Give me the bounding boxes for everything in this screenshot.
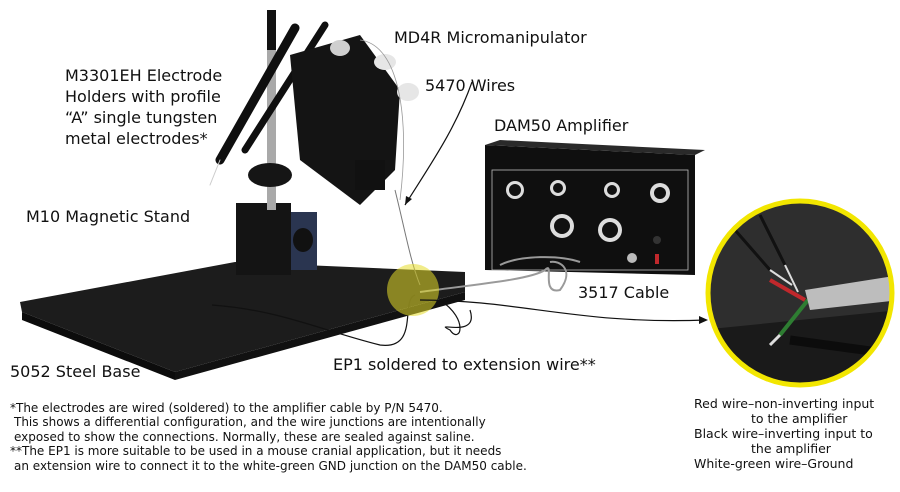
cable-3517 — [419, 256, 581, 293]
legend-line: to the amplifier — [751, 411, 848, 426]
dam50-amplifier — [485, 140, 705, 275]
label-line: metal electrodes* — [65, 129, 208, 148]
footnote-line: an extension wire to connect it to the w… — [14, 458, 527, 473]
footnote-line: exposed to show the connections. Normall… — [14, 429, 475, 444]
junction-highlight — [387, 264, 439, 316]
label-micromanipulator: MD4R Micromanipulator — [394, 28, 587, 47]
label-magnetic-stand: M10 Magnetic Stand — [26, 207, 191, 226]
legend-line: the amplifier — [751, 441, 831, 456]
zoom-pointer — [419, 299, 707, 322]
legend-line: White-green wire–Ground — [694, 456, 854, 471]
footnote-line: This shows a differential configuration,… — [14, 415, 486, 430]
footnote-line: **The EP1 is more suitable to be used in… — [10, 444, 502, 459]
micromanipulator — [248, 35, 419, 205]
label-line: “A” single tungsten — [65, 108, 218, 127]
label-line: M3301EH Electrode — [65, 66, 223, 85]
wires-pointer — [404, 81, 473, 206]
label-electrode-holders: M3301EH Electrode Holders with profile “… — [65, 65, 222, 149]
label-wires: 5470 Wires — [425, 76, 516, 95]
label-amplifier: DAM50 Amplifier — [494, 116, 629, 135]
label-line: Holders with profile — [65, 87, 221, 106]
wire-junction-inset — [705, 198, 895, 388]
footnote-line: *The electrodes are wired (soldered) to … — [10, 401, 443, 415]
steel-base — [20, 262, 465, 380]
label-cable: 3517 Cable — [578, 283, 670, 302]
wire-legend: Red wire–non-inverting input to the ampl… — [694, 396, 874, 471]
label-ep1: EP1 soldered to extension wire** — [333, 355, 596, 374]
footnotes: *The electrodes are wired (soldered) to … — [10, 401, 527, 473]
label-steel-base: 5052 Steel Base — [10, 362, 141, 381]
legend-line: Red wire–non-inverting input — [694, 396, 875, 411]
legend-line: Black wire–inverting input to — [694, 426, 873, 441]
electrode-holders — [209, 21, 329, 186]
